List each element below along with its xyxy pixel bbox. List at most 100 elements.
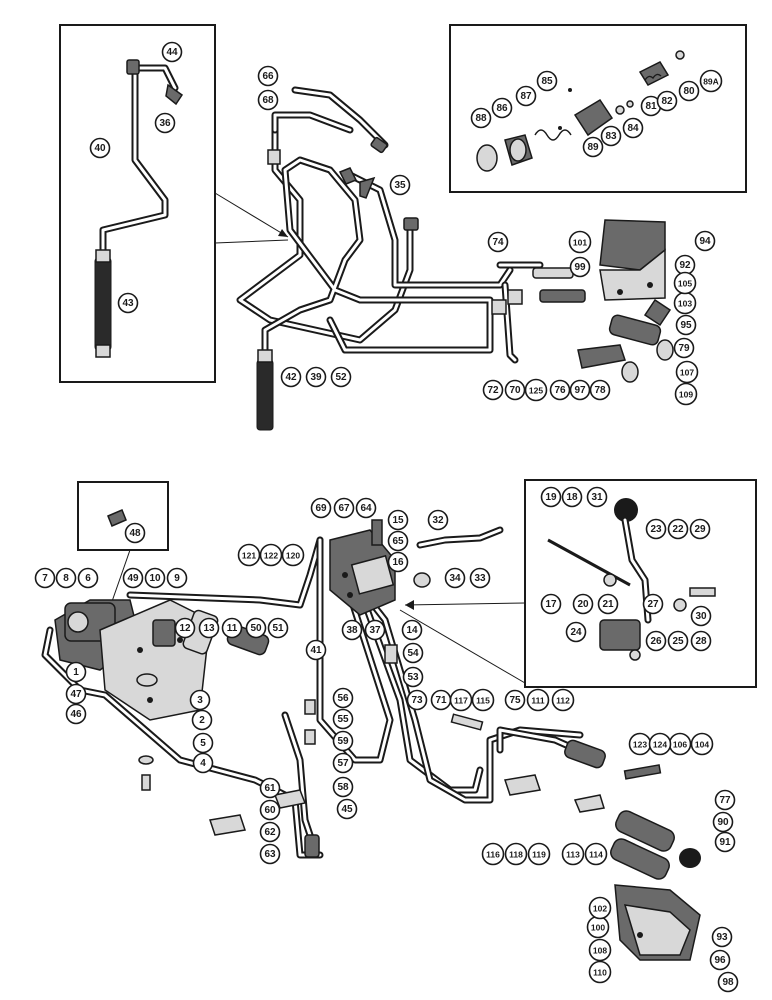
callout-ring (527, 842, 551, 866)
callout-104: 104 (690, 732, 714, 756)
callout-106: 106 (668, 732, 692, 756)
callout-ring (174, 617, 196, 639)
callout-number: 29 (694, 524, 706, 535)
callout-number: 114 (589, 850, 603, 860)
callout-10: 10 (144, 567, 166, 589)
callout-38: 38 (341, 619, 363, 641)
callout-78: 78 (589, 379, 611, 401)
callout-ring (648, 732, 672, 756)
callout-ring (589, 379, 611, 401)
callout-number: 88 (475, 113, 487, 124)
callout-ring (588, 938, 612, 962)
callout-number: 25 (672, 636, 684, 647)
callout-ring (281, 543, 305, 567)
callout-32: 32 (427, 509, 449, 531)
callout-ring (667, 630, 689, 652)
callout-number: 4 (200, 758, 206, 769)
callout-ring (645, 518, 667, 540)
callout-ring (675, 360, 699, 384)
callout-number: 69 (315, 503, 327, 514)
callout-ring (568, 230, 592, 254)
callout-number: 33 (474, 573, 486, 584)
callout-number: 58 (337, 782, 349, 793)
callout-89: 89 (582, 136, 604, 158)
callout-ring (444, 567, 466, 589)
callout-33: 33 (469, 567, 491, 589)
callout-number: 116 (486, 850, 500, 860)
callout-109: 109 (674, 382, 698, 406)
callout-number: 122 (264, 551, 278, 561)
callout-ring (267, 617, 289, 639)
callout-ring (332, 752, 354, 774)
callout-number: 40 (94, 143, 106, 154)
callout-number: 57 (337, 758, 349, 769)
callout-37: 37 (364, 619, 386, 641)
callout-number: 82 (661, 96, 673, 107)
callout-36: 36 (154, 112, 176, 134)
callout-ring (336, 798, 358, 820)
callout-61: 61 (259, 777, 281, 799)
callout-number: 30 (695, 611, 707, 622)
callout-ring (259, 777, 281, 799)
callout-12: 12 (174, 617, 196, 639)
callout-ring (561, 486, 583, 508)
callout-number: 11 (227, 623, 238, 634)
callout-ring (427, 509, 449, 531)
callout-ring (402, 642, 424, 664)
callout-number: 36 (159, 118, 171, 129)
callout-number: 84 (627, 123, 639, 134)
callout-number: 76 (554, 385, 566, 396)
inset-frame-tube-assembly (59, 24, 216, 383)
callout-47: 47 (65, 683, 87, 705)
callout-88: 88 (470, 107, 492, 129)
valve-exploded-parts (476, 50, 685, 172)
callout-ring (332, 730, 354, 752)
callout-ring (259, 799, 281, 821)
callout-number: 53 (407, 672, 419, 683)
callout-number: 49 (127, 573, 139, 584)
callout-number: 86 (496, 103, 508, 114)
callout-55: 55 (332, 708, 354, 730)
callout-number: 8 (63, 573, 69, 584)
callout-72: 72 (482, 379, 504, 401)
callout-ring (387, 509, 409, 531)
callout-number: 15 (392, 515, 404, 526)
callout-number: 63 (264, 849, 276, 860)
callout-70: 70 (504, 379, 526, 401)
callout-113: 113 (561, 842, 585, 866)
callout-number: 89 (587, 142, 599, 153)
callout-ring (332, 708, 354, 730)
callout-9: 9 (166, 567, 188, 589)
callout-ring (34, 567, 56, 589)
callout-number: 77 (719, 795, 731, 806)
callout-ring (709, 949, 731, 971)
callout-number: 93 (716, 932, 728, 943)
callout-49: 49 (122, 567, 144, 589)
callout-ring (192, 732, 214, 754)
callout-number: 110 (593, 968, 607, 978)
callout-ring (65, 683, 87, 705)
callout-35: 35 (389, 174, 411, 196)
callout-6: 6 (77, 567, 99, 589)
callout-41: 41 (305, 639, 327, 661)
callout-ring (65, 703, 87, 725)
callout-number: 3 (197, 695, 203, 706)
callout-number: 44 (166, 47, 178, 58)
callout-number: 98 (722, 977, 734, 988)
callout-number: 48 (129, 528, 141, 539)
callout-number: 102 (593, 904, 607, 914)
callout-number: 108 (593, 946, 607, 956)
callout-ring (491, 97, 513, 119)
callout-67: 67 (333, 497, 355, 519)
callout-96: 96 (709, 949, 731, 971)
callout-17: 17 (540, 593, 562, 615)
callout-ring (597, 593, 619, 615)
callout-ring (569, 256, 591, 278)
callout-5: 5 (192, 732, 214, 754)
callout-107: 107 (675, 360, 699, 384)
callout-ring (694, 230, 716, 252)
callout-ring (470, 107, 492, 129)
callout-ring (280, 366, 302, 388)
callout-ring (257, 89, 279, 111)
callout-124: 124 (648, 732, 672, 756)
